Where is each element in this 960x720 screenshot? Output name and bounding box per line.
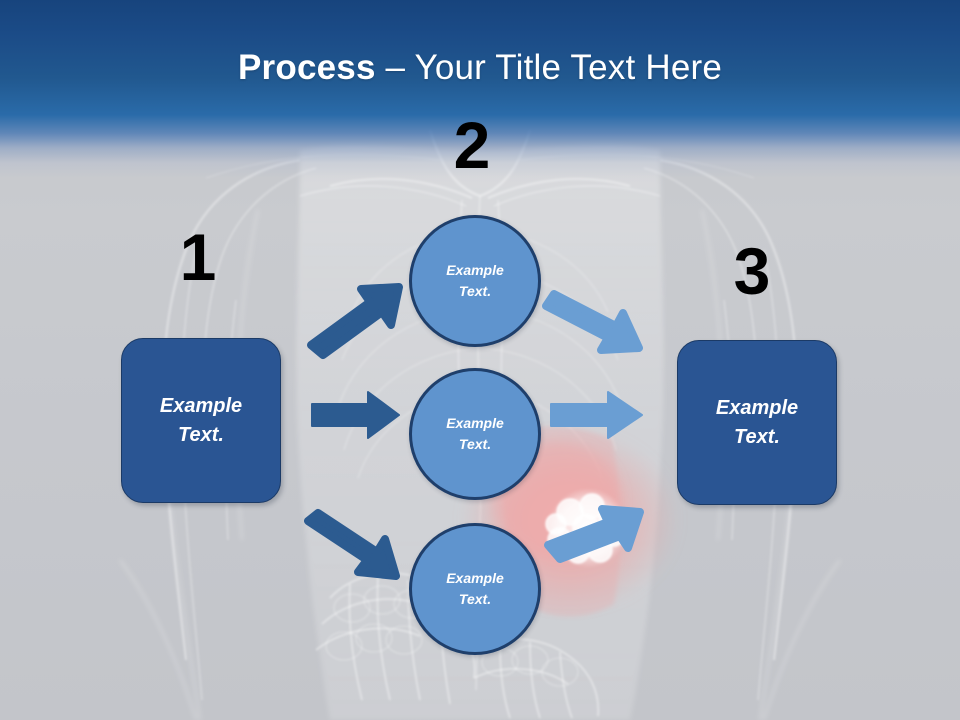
process-box-left-label: Example Text. [159,395,243,446]
process-circle-2[interactable]: Example Text. [409,368,541,500]
process-circle-2-label: Example Text. [446,415,504,452]
header-band [0,0,960,185]
process-circle-1[interactable]: Example Text. [409,215,541,347]
title-strong: Process [238,48,376,87]
title-rest: Your Title Text Here [414,48,722,87]
process-circle-3-label: Example Text. [446,570,504,607]
step-number-2: 2 [453,108,491,182]
process-box-right[interactable]: Example Text. [677,340,837,505]
page-title: Process – Your Title Text Here [0,48,960,88]
process-box-left[interactable]: Example Text. [121,338,281,503]
step-number-3: 3 [733,234,771,308]
step-number-1: 1 [179,220,217,294]
title-separator: – [375,48,415,87]
process-circle-1-label: Example Text. [446,262,504,299]
process-circle-3[interactable]: Example Text. [409,523,541,655]
process-box-right-label: Example Text. [715,397,799,448]
